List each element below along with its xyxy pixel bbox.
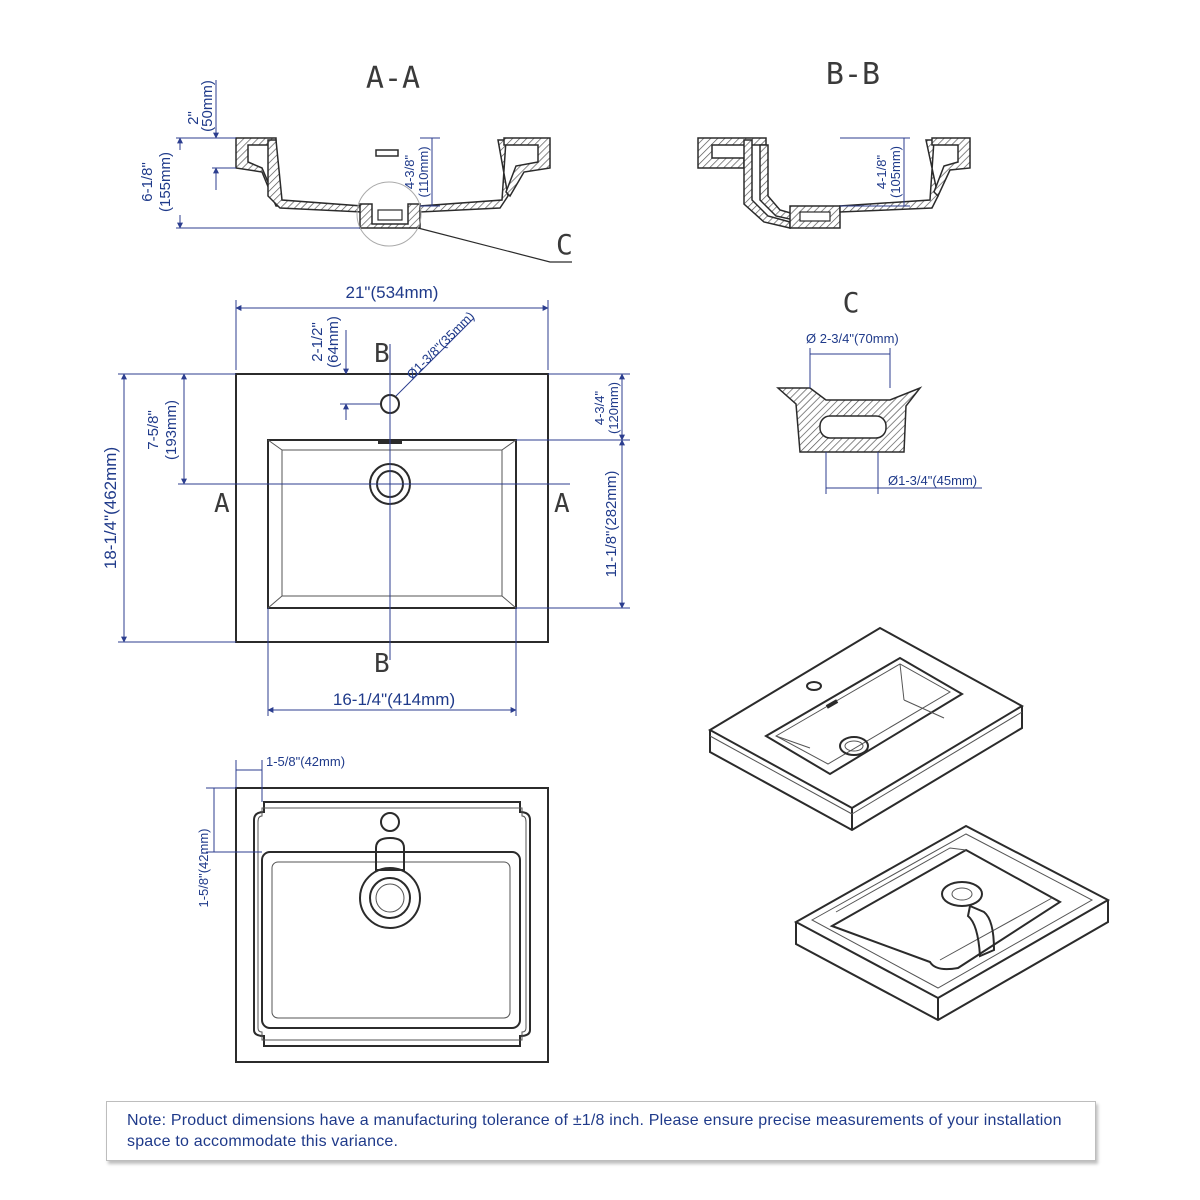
bb-drain-hole bbox=[799, 211, 831, 222]
detail-c-title: C bbox=[843, 286, 860, 319]
iso-bottom-bowl bbox=[829, 848, 1062, 971]
bottom-overflow-channel bbox=[375, 836, 405, 871]
dim-back-to-bowl: 4-3/4" bbox=[592, 390, 607, 425]
dim-aa-height-mm: (155mm) bbox=[157, 152, 174, 212]
detail-c: C Ø 2-3/4"(70mm) Ø1-3/4"(45mm) bbox=[776, 286, 982, 494]
iso-bowl-rim bbox=[764, 656, 964, 776]
section-aa: A-A C 2" (50mm) 6-1/8" (155mm) 4-3/8" ( bbox=[139, 61, 573, 263]
plan-view-top: B B A A 21"(534mm) 2-1/2" (64mm) Ø1-3/8"… bbox=[101, 283, 630, 716]
dim-width: 21"(534mm) bbox=[346, 283, 439, 302]
iso-drain bbox=[839, 736, 869, 756]
dim-aa-top: 2" bbox=[185, 111, 202, 125]
dim-drain-center-mm: (193mm) bbox=[163, 400, 180, 460]
dim-bb-bowl-mm: (105mm) bbox=[888, 146, 903, 198]
dim-rim-side: 1-5/8"(42mm) bbox=[266, 754, 345, 769]
iso-bottom-overflow bbox=[966, 904, 996, 958]
aa-right-rim bbox=[503, 137, 551, 198]
aa-bowl-wall bbox=[267, 139, 363, 213]
bb-overflow-channel bbox=[759, 144, 795, 221]
detail-c-outlet bbox=[819, 415, 887, 439]
dim-aa-bowl-mm: (110mm) bbox=[416, 146, 431, 197]
bottom-faucet-hole bbox=[380, 812, 400, 832]
dim-drain-outer: Ø 2-3/4"(70mm) bbox=[806, 331, 899, 346]
aa-drain bbox=[359, 203, 421, 229]
plan-view-bottom: 1-5/8"(42mm) 1-5/8"(42mm) bbox=[196, 754, 549, 1063]
bb-right-rim bbox=[931, 137, 971, 198]
dim-drain-center: 7-5/8" bbox=[145, 410, 162, 450]
dim-bowl-width: 16-1/4"(414mm) bbox=[333, 690, 455, 709]
bottom-bowl bbox=[261, 851, 521, 1029]
dim-back-to-bowl-mm: (120mm) bbox=[606, 382, 621, 434]
dim-faucet-hole: Ø1-3/8"(35mm) bbox=[404, 308, 478, 382]
dim-rim-back: 1-5/8"(42mm) bbox=[196, 828, 211, 907]
detail-c-circle bbox=[356, 181, 422, 247]
plan-outline bbox=[235, 373, 549, 643]
tolerance-note: Note: Product dimensions have a manufact… bbox=[127, 1112, 1062, 1150]
note-box: Note: Product dimensions have a manufact… bbox=[106, 1101, 1096, 1161]
dim-depth: 18-1/4"(462mm) bbox=[101, 447, 120, 569]
iso-bottom-drain bbox=[941, 881, 983, 907]
dim-drain-inner: Ø1-3/4"(45mm) bbox=[888, 473, 977, 488]
iso-faucet-hole bbox=[806, 681, 822, 691]
detail-c-callout: C bbox=[556, 228, 573, 261]
bottom-outline bbox=[235, 787, 549, 1063]
aa-drain-hole bbox=[377, 209, 403, 221]
bottom-drain-inner bbox=[369, 877, 411, 919]
dim-aa-height: 6-1/8" bbox=[139, 162, 156, 202]
iso-view-top bbox=[707, 626, 1025, 832]
detail-c-leader bbox=[417, 227, 572, 263]
plan-mark-a-right: A bbox=[554, 489, 570, 519]
plan-mark-b-bottom: B bbox=[374, 649, 390, 679]
iso-bottom-surface bbox=[793, 824, 1111, 1000]
plan-mark-a-left: A bbox=[214, 489, 230, 519]
section-bb: B-B 4-1/8" (105mm) bbox=[697, 57, 971, 229]
iso-top-surface bbox=[707, 626, 1025, 810]
aa-right-bowl-wall bbox=[419, 139, 509, 213]
bottom-drain-outer bbox=[359, 867, 421, 929]
bottom-rim bbox=[253, 801, 531, 1047]
dim-aa-bowl: 4-3/8" bbox=[402, 154, 417, 189]
dim-aa-top-mm: (50mm) bbox=[199, 80, 216, 132]
dim-bb-bowl: 4-1/8" bbox=[874, 154, 889, 189]
section-aa-title: A-A bbox=[366, 61, 420, 96]
bb-left-rim bbox=[697, 137, 767, 169]
aa-overflow bbox=[375, 149, 399, 157]
iso-view-bottom bbox=[793, 824, 1111, 1022]
dim-faucet-offset-mm: (64mm) bbox=[325, 316, 342, 368]
bb-front-wall bbox=[839, 139, 939, 213]
dim-bowl-depth: 11-1/8"(282mm) bbox=[603, 471, 620, 578]
plan-mark-b-top: B bbox=[374, 339, 390, 369]
plan-bowl bbox=[267, 439, 517, 609]
section-bb-title: B-B bbox=[826, 57, 880, 92]
dim-faucet-offset: 2-1/2" bbox=[309, 322, 326, 362]
